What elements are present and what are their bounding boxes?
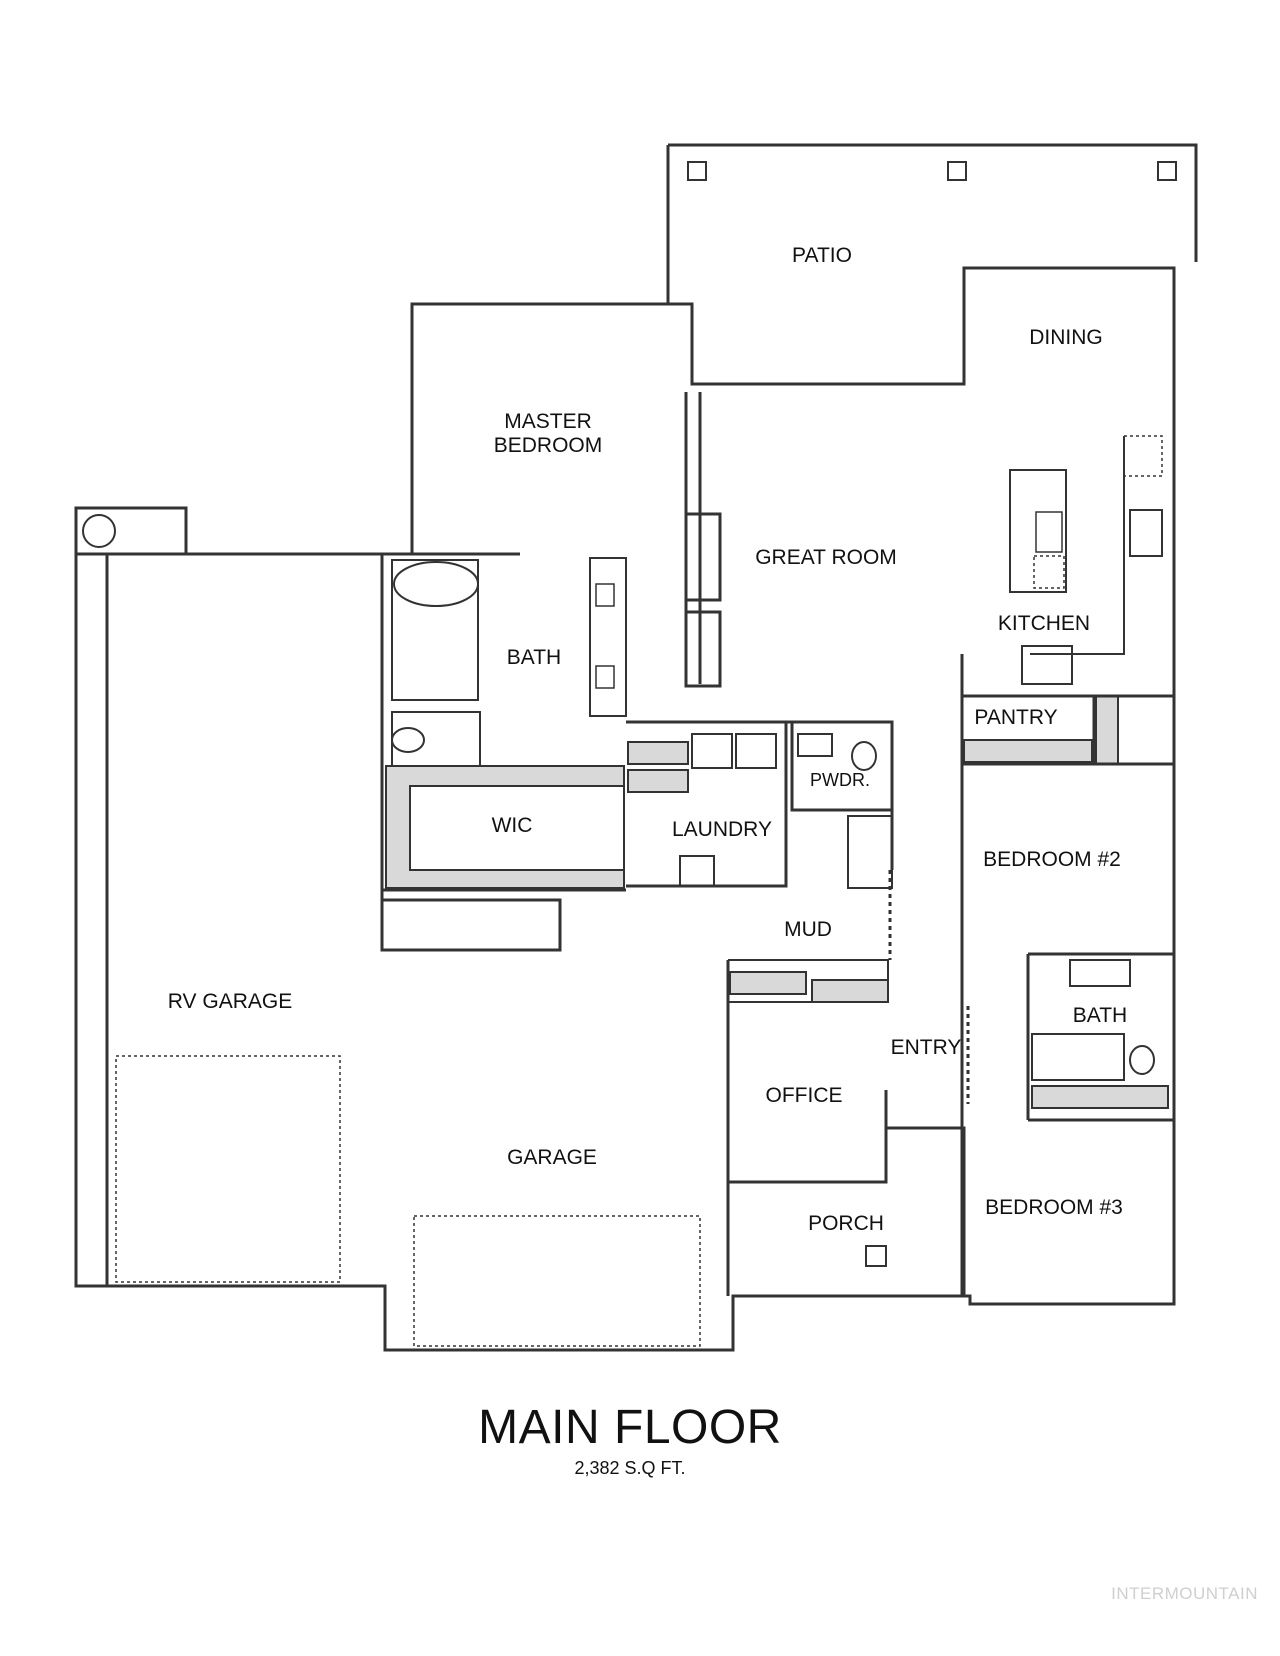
room-label-office: OFFICE	[766, 1084, 843, 1107]
room-label-entry: ENTRY	[891, 1036, 962, 1059]
toilet	[851, 741, 877, 771]
room-label-rv-garage: RV GARAGE	[168, 990, 292, 1013]
floor-plan: PATIO DINING MASTER BEDROOM GREAT ROOM K…	[74, 143, 1198, 1352]
room-label-porch: PORCH	[808, 1212, 884, 1235]
room-label-mud: MUD	[784, 918, 832, 941]
plan-title: MAIN FLOOR	[478, 1401, 782, 1454]
patio-post	[1157, 161, 1177, 181]
room-label-bedroom-2: BEDROOM #2	[983, 848, 1121, 871]
kitchen-sink	[1035, 511, 1063, 553]
plan-area: 2,382 S.Q FT.	[574, 1458, 686, 1478]
room-label-master-2: BEDROOM	[494, 434, 603, 457]
sink	[595, 583, 615, 607]
patio-post	[687, 161, 707, 181]
room-label-master-1: MASTER	[504, 410, 592, 433]
room-label-kitchen: KITCHEN	[998, 612, 1090, 635]
rv-garage-door	[115, 1055, 341, 1283]
toilet	[391, 727, 425, 753]
kitchen-island	[1009, 469, 1067, 593]
room-label-dining: DINING	[1029, 326, 1103, 349]
sink	[595, 665, 615, 689]
bath-tub	[391, 559, 479, 701]
range	[1129, 509, 1163, 557]
room-label-bedroom-3: BEDROOM #3	[985, 1196, 1123, 1219]
fridge	[1123, 435, 1163, 477]
patio-outline	[668, 143, 1198, 262]
dishwasher	[1033, 555, 1065, 589]
room-label-master-bath: BATH	[507, 646, 561, 669]
watermark: INTERMOUNTAIN	[1111, 1584, 1258, 1603]
room-label-pantry: PANTRY	[974, 706, 1057, 729]
garage-door	[413, 1215, 701, 1347]
mech-closet	[74, 506, 188, 556]
room-label-patio: PATIO	[792, 244, 852, 267]
dryer	[735, 733, 777, 769]
laundry-sink	[679, 855, 715, 887]
room-label-wic: WIC	[492, 814, 533, 837]
fan-icon	[82, 514, 116, 548]
toilet	[1129, 1045, 1155, 1075]
room-label-guest-bath: BATH	[1073, 1004, 1127, 1027]
room-label-great-room: GREAT ROOM	[755, 546, 897, 569]
porch-post	[865, 1245, 887, 1267]
room-label-garage: GARAGE	[507, 1146, 597, 1169]
washer	[691, 733, 733, 769]
kitchen-counter-sink	[1021, 645, 1073, 685]
fireplace	[684, 512, 722, 602]
room-label-laundry: LAUNDRY	[672, 818, 772, 841]
room-label-powder: PWDR.	[810, 770, 870, 790]
tub-oval	[393, 561, 479, 607]
guest-tub	[1031, 1033, 1125, 1081]
patio-post	[947, 161, 967, 181]
